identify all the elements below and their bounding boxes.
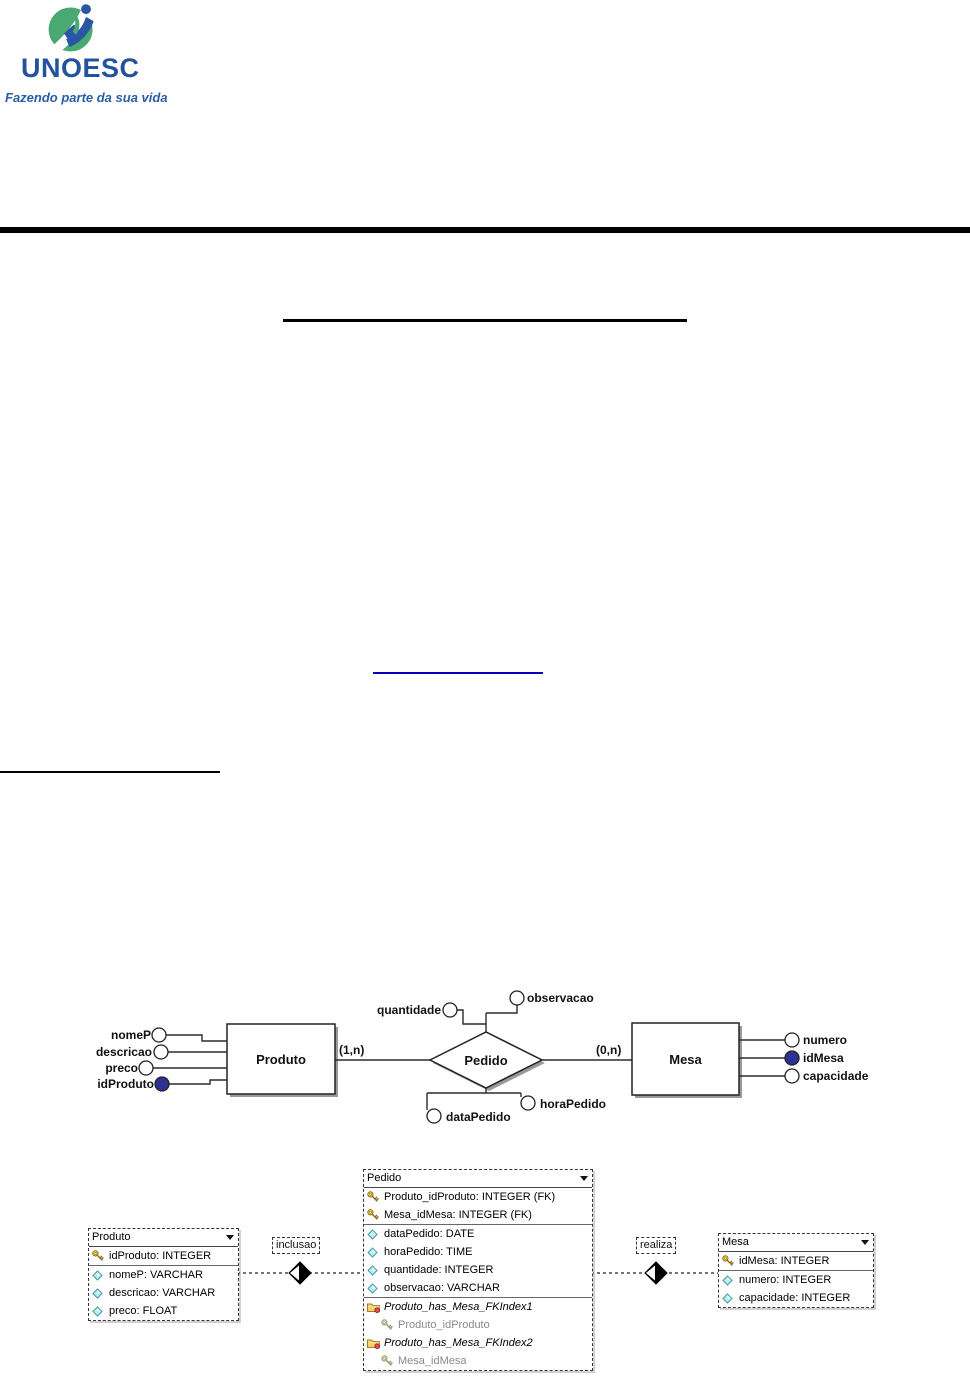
table-cell-text: numero: INTEGER — [739, 1274, 832, 1286]
table-cell-text: capacidade: INTEGER — [739, 1292, 851, 1304]
er-attr-capacidade: capacidade — [803, 1069, 869, 1083]
primary-key-icon — [92, 1250, 106, 1262]
table-cell-text: idProduto: INTEGER — [109, 1250, 212, 1262]
index-key-icon — [381, 1355, 395, 1367]
produto-table-title: Produto — [92, 1231, 131, 1243]
mesa-table-header: Mesa — [719, 1234, 873, 1252]
hyperlink-underline[interactable] — [373, 672, 543, 674]
logo-tagline-text: Fazendo parte da sua vida — [5, 90, 168, 105]
table-cell-text: Mesa_idMesa: INTEGER (FK) — [384, 1209, 532, 1221]
table-row: idMesa: INTEGER — [719, 1252, 873, 1270]
dropdown-caret-icon — [226, 1235, 234, 1240]
table-cell-text: preco: FLOAT — [109, 1305, 178, 1317]
er-attr-idMesa: idMesa — [803, 1051, 844, 1065]
er-attr-dataPedido: dataPedido — [446, 1110, 511, 1124]
er-attr-horaPedido: horaPedido — [540, 1097, 607, 1111]
primary-key-icon — [367, 1209, 381, 1221]
column-icon — [92, 1287, 106, 1299]
er-attr-observacao: observacao — [527, 991, 594, 1005]
table-row: quantidade: INTEGER — [364, 1261, 592, 1279]
er-attr-quantidade: quantidade — [376, 1003, 441, 1017]
column-icon — [92, 1305, 106, 1317]
column-icon — [367, 1282, 381, 1294]
logo-brand-text: UNOESC — [21, 53, 140, 83]
table-cell-text: Produto_idProduto — [398, 1319, 490, 1331]
index-folder-icon — [367, 1337, 381, 1349]
column-icon — [722, 1274, 736, 1286]
er-attr-descricao: descricao — [95, 1045, 152, 1059]
header-divider-bar — [0, 227, 970, 233]
mesa-table-title: Mesa — [722, 1236, 749, 1248]
table-row: Produto_idProduto — [364, 1316, 592, 1334]
pedido-table-body: Produto_idProduto: INTEGER (FK) Mesa_idMe… — [364, 1188, 592, 1370]
unoesc-emblem-icon — [47, 4, 94, 56]
er-entity-produto-label: Produto — [256, 1052, 306, 1067]
pedido-table-header: Pedido — [364, 1170, 592, 1188]
produto-table-header: Produto — [89, 1229, 238, 1247]
primary-key-icon — [367, 1191, 381, 1203]
table-cell-text: Produto_idProduto: INTEGER (FK) — [384, 1191, 556, 1203]
table-cell-text: dataPedido: DATE — [384, 1228, 475, 1240]
table-cell-text: descricao: VARCHAR — [109, 1287, 216, 1299]
pedido-table: Pedido Produto_idProduto: INTEGER (FK) Me… — [363, 1169, 593, 1371]
column-icon — [367, 1228, 381, 1240]
unoesc-logo: UNOESC Fazendo parte da sua vida — [0, 0, 220, 120]
table-row: preco: FLOAT — [89, 1302, 238, 1320]
table-row: dataPedido: DATE — [364, 1225, 592, 1243]
table-row: capacidade: INTEGER — [719, 1289, 873, 1307]
er-attr-numero: numero — [803, 1033, 848, 1047]
table-cell-text: nomeP: VARCHAR — [109, 1269, 203, 1281]
table-row: Produto_idProduto: INTEGER (FK) — [364, 1188, 592, 1206]
mesa-table: Mesa idMesa: INTEGER numero: INTEGER capac… — [718, 1233, 874, 1308]
index-folder-icon — [367, 1301, 381, 1313]
table-row: numero: INTEGER — [719, 1271, 873, 1289]
key-attribute-circle — [154, 1076, 170, 1092]
er-cardinality-left: (1,n) — [339, 1043, 365, 1057]
index-key-icon — [381, 1319, 395, 1331]
key-attribute-circle — [784, 1050, 800, 1066]
pedido-table-title: Pedido — [367, 1172, 402, 1184]
table-cell-text: observacao: VARCHAR — [384, 1282, 500, 1294]
table-row: horaPedido: TIME — [364, 1243, 592, 1261]
er-attr-preco: preco — [105, 1061, 138, 1075]
er-cardinality-right: (0,n) — [596, 1043, 622, 1057]
table-cell-text: horaPedido: TIME — [384, 1246, 473, 1258]
table-row: nomeP: VARCHAR — [89, 1266, 238, 1284]
table-cell-text: quantidade: INTEGER — [384, 1264, 494, 1276]
column-icon — [367, 1264, 381, 1276]
column-icon — [367, 1246, 381, 1258]
mesa-table-body: idMesa: INTEGER numero: INTEGER capacidade… — [719, 1252, 873, 1307]
table-row: descricao: VARCHAR — [89, 1284, 238, 1302]
table-cell-text: Produto_has_Mesa_FKIndex1 — [384, 1301, 533, 1313]
dropdown-caret-icon — [861, 1240, 869, 1245]
column-icon — [92, 1269, 106, 1281]
table-cell-text: idMesa: INTEGER — [739, 1255, 830, 1267]
er-attr-nomeP: nomeP — [110, 1028, 151, 1042]
relation-label-inclusao: inclusao — [272, 1237, 321, 1254]
er-relationship-label: Pedido — [464, 1053, 508, 1068]
dropdown-caret-icon — [580, 1176, 588, 1181]
column-icon — [722, 1292, 736, 1304]
table-row: Mesa_idMesa: INTEGER (FK) — [364, 1206, 592, 1224]
table-row: observacao: VARCHAR — [364, 1279, 592, 1297]
produto-table: Produto idProduto: INTEGER nomeP: VARCHAR… — [88, 1228, 239, 1321]
primary-key-icon — [722, 1255, 736, 1267]
title-underline — [283, 319, 687, 322]
table-row: idProduto: INTEGER — [89, 1247, 238, 1265]
er-entity-mesa-label: Mesa — [669, 1052, 702, 1067]
produto-table-body: idProduto: INTEGER nomeP: VARCHAR descrica… — [89, 1247, 238, 1320]
er-attr-idProduto: idProduto — [97, 1077, 154, 1091]
table-row: Produto_has_Mesa_FKIndex2 — [364, 1334, 592, 1352]
table-cell-text: Produto_has_Mesa_FKIndex2 — [384, 1337, 533, 1349]
footnote-divider — [0, 771, 220, 773]
relation-label-realiza: realiza — [636, 1237, 677, 1254]
table-row: Produto_has_Mesa_FKIndex1 — [364, 1298, 592, 1316]
table-row: Mesa_idMesa — [364, 1352, 592, 1370]
table-cell-text: Mesa_idMesa — [398, 1355, 467, 1367]
